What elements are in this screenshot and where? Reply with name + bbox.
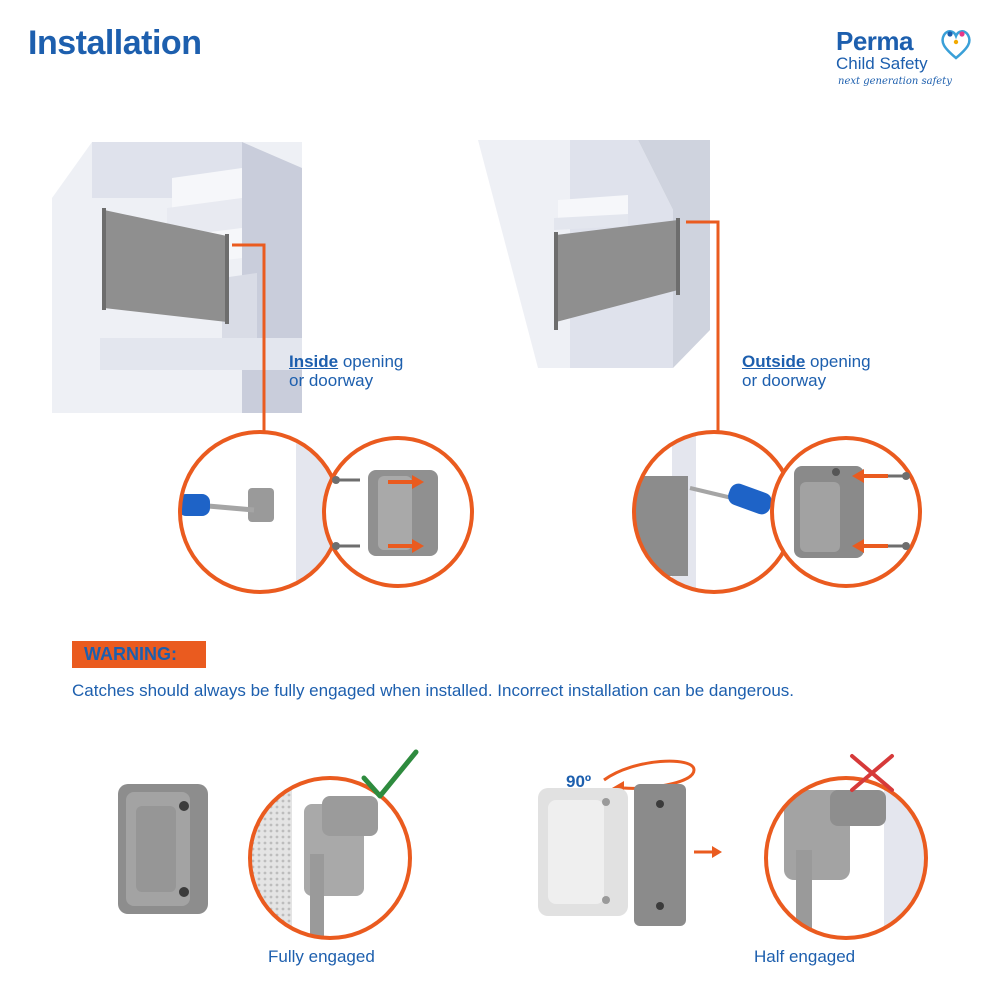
- outside-emphasis: Outside: [742, 352, 806, 371]
- screw-icon: [332, 476, 360, 484]
- inside-detail: [178, 430, 474, 594]
- fully-engaged-label: Fully engaged: [268, 947, 375, 966]
- fully-engaged-illustration: [118, 749, 419, 940]
- stairs-outside-illustration: [478, 140, 710, 368]
- family-heart-icon: [941, 30, 971, 60]
- rotation-label: 90º: [566, 772, 592, 791]
- logo-tagline: next generation safety: [838, 76, 952, 87]
- inside-line2: or doorway: [289, 371, 374, 390]
- checkmark-icon: [361, 749, 419, 799]
- outside-line2: or doorway: [742, 371, 827, 390]
- half-engaged-illustration: [538, 754, 928, 940]
- inside-rest: opening: [338, 352, 404, 371]
- page-title: Installation: [28, 24, 202, 62]
- screw-icon: [888, 472, 910, 480]
- brand-logo: Perma Child Safety next generation safet…: [830, 26, 980, 96]
- outside-rest: opening: [805, 352, 871, 371]
- outside-caption: Outside opening or doorway: [742, 352, 871, 390]
- warning-badge: WARNING:: [72, 641, 206, 668]
- arrow-left-icon: [852, 469, 888, 483]
- screw-icon: [332, 542, 360, 550]
- logo-sub: Child Safety: [836, 54, 928, 73]
- screw-icon: [888, 542, 910, 550]
- arrow-right-icon: [388, 475, 424, 489]
- outside-detail: [632, 430, 922, 594]
- half-engaged-label: Half engaged: [754, 947, 856, 966]
- arrow-right-icon: [388, 539, 424, 553]
- logo-brand: Perma: [836, 26, 914, 56]
- warning-text: Catches should always be fully engaged w…: [72, 681, 795, 700]
- stairs-inside-illustration: [52, 142, 302, 413]
- arrow-right-icon: [694, 846, 722, 858]
- screwdriver-icon: [689, 483, 772, 515]
- inside-caption: Inside opening or doorway: [289, 352, 403, 390]
- cross-icon: [850, 754, 894, 792]
- inside-emphasis: Inside: [289, 352, 339, 371]
- arrow-left-icon: [852, 539, 888, 553]
- screwdriver-icon: [180, 494, 255, 516]
